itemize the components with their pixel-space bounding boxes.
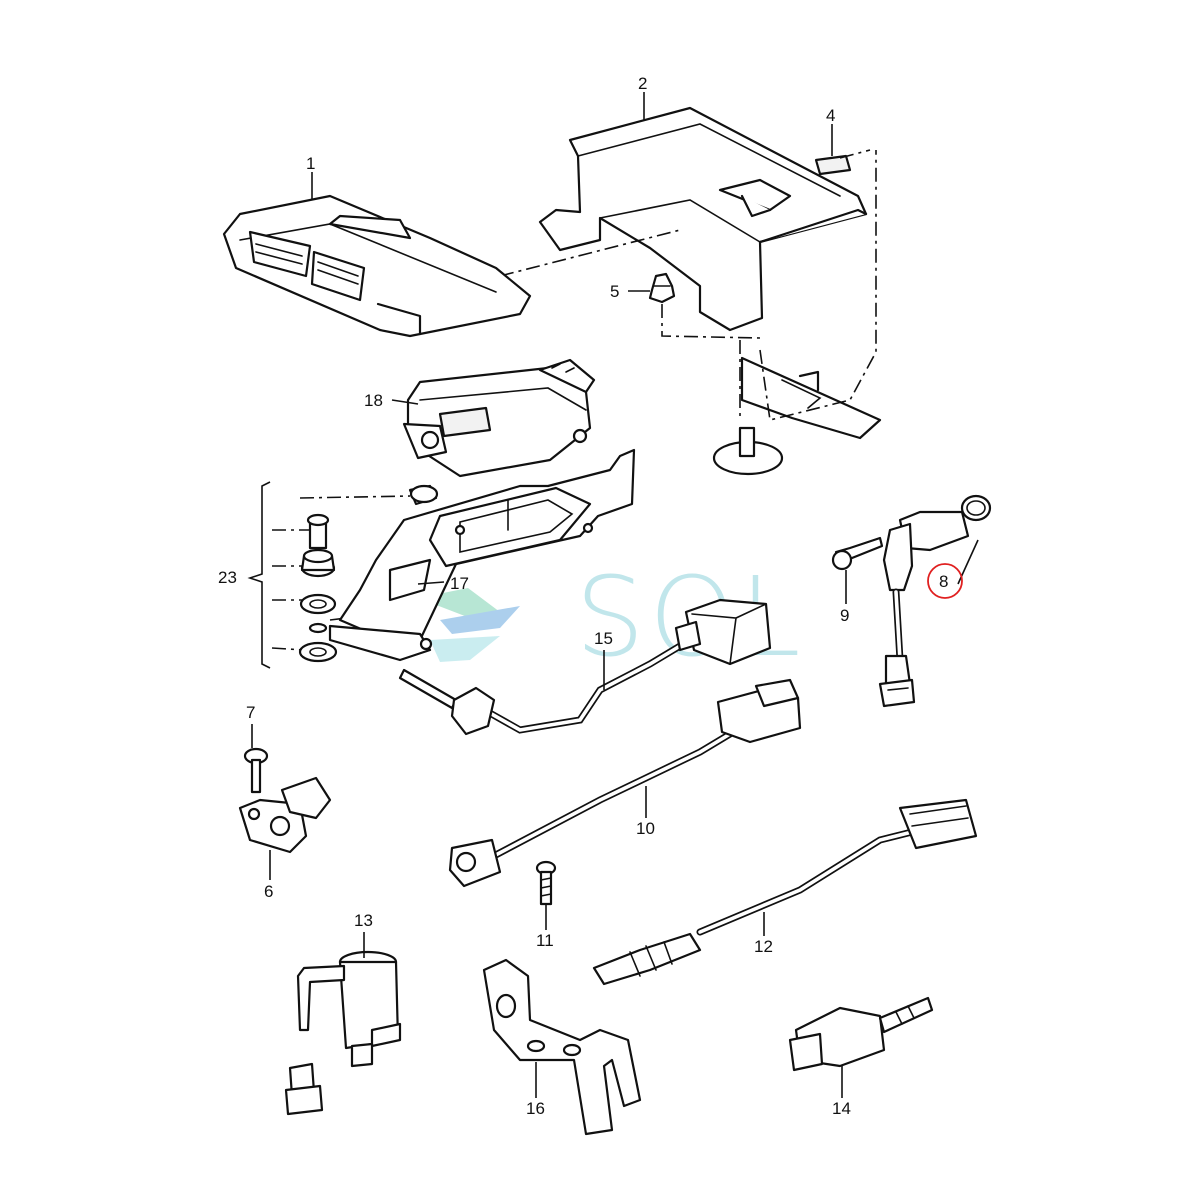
callout-13: 13: [354, 911, 373, 930]
callout-1: 1: [306, 154, 315, 173]
part-10-knock-sensor: [448, 678, 802, 888]
part-8-crank-sensor: [878, 494, 992, 708]
part-12-o2-sensor: [592, 798, 978, 986]
part-bolt-grommet: [712, 426, 784, 476]
part-14-switch: [788, 996, 934, 1072]
part-7-screw: [243, 747, 269, 794]
part-4-clip: [814, 154, 852, 176]
part-23-hardware: [247, 481, 439, 669]
callout-11: 11: [536, 931, 554, 950]
part-2-bracket: [538, 106, 882, 440]
callout-4: 4: [826, 106, 835, 125]
part-1-ecu: [222, 194, 532, 338]
part-13-actuator: [284, 950, 402, 1116]
callout-7: 7: [246, 703, 255, 722]
part-5-nut: [648, 272, 676, 304]
part-17-bracket-plate: [328, 448, 636, 662]
part-16-bracket: [482, 958, 642, 1136]
callout-17: 17: [450, 574, 469, 593]
callout-16: 16: [526, 1099, 545, 1118]
callout-2: 2: [638, 74, 647, 93]
callout-5: 5: [610, 282, 619, 301]
part-18-module: [402, 358, 596, 478]
assembly-lines: [271, 149, 877, 651]
callout-8: 8: [939, 572, 948, 591]
callout-12: 12: [754, 937, 773, 956]
callout-23: 23: [218, 568, 237, 587]
part-6-tps: [238, 776, 332, 854]
callout-labels: 1 2 4 5 6 7 8 9 10 11 12 13 14 15 16 17 …: [218, 74, 948, 1118]
part-11-screw: [535, 860, 557, 906]
part-15-sensor: [398, 598, 772, 736]
callout-6: 6: [264, 882, 273, 901]
highlight-circle: [927, 563, 963, 599]
callout-15: 15: [594, 629, 613, 648]
callout-14: 14: [832, 1099, 851, 1118]
part-9-bolt: [831, 536, 884, 571]
callout-9: 9: [840, 606, 849, 625]
callout-10: 10: [636, 819, 655, 838]
callout-18: 18: [364, 391, 383, 410]
